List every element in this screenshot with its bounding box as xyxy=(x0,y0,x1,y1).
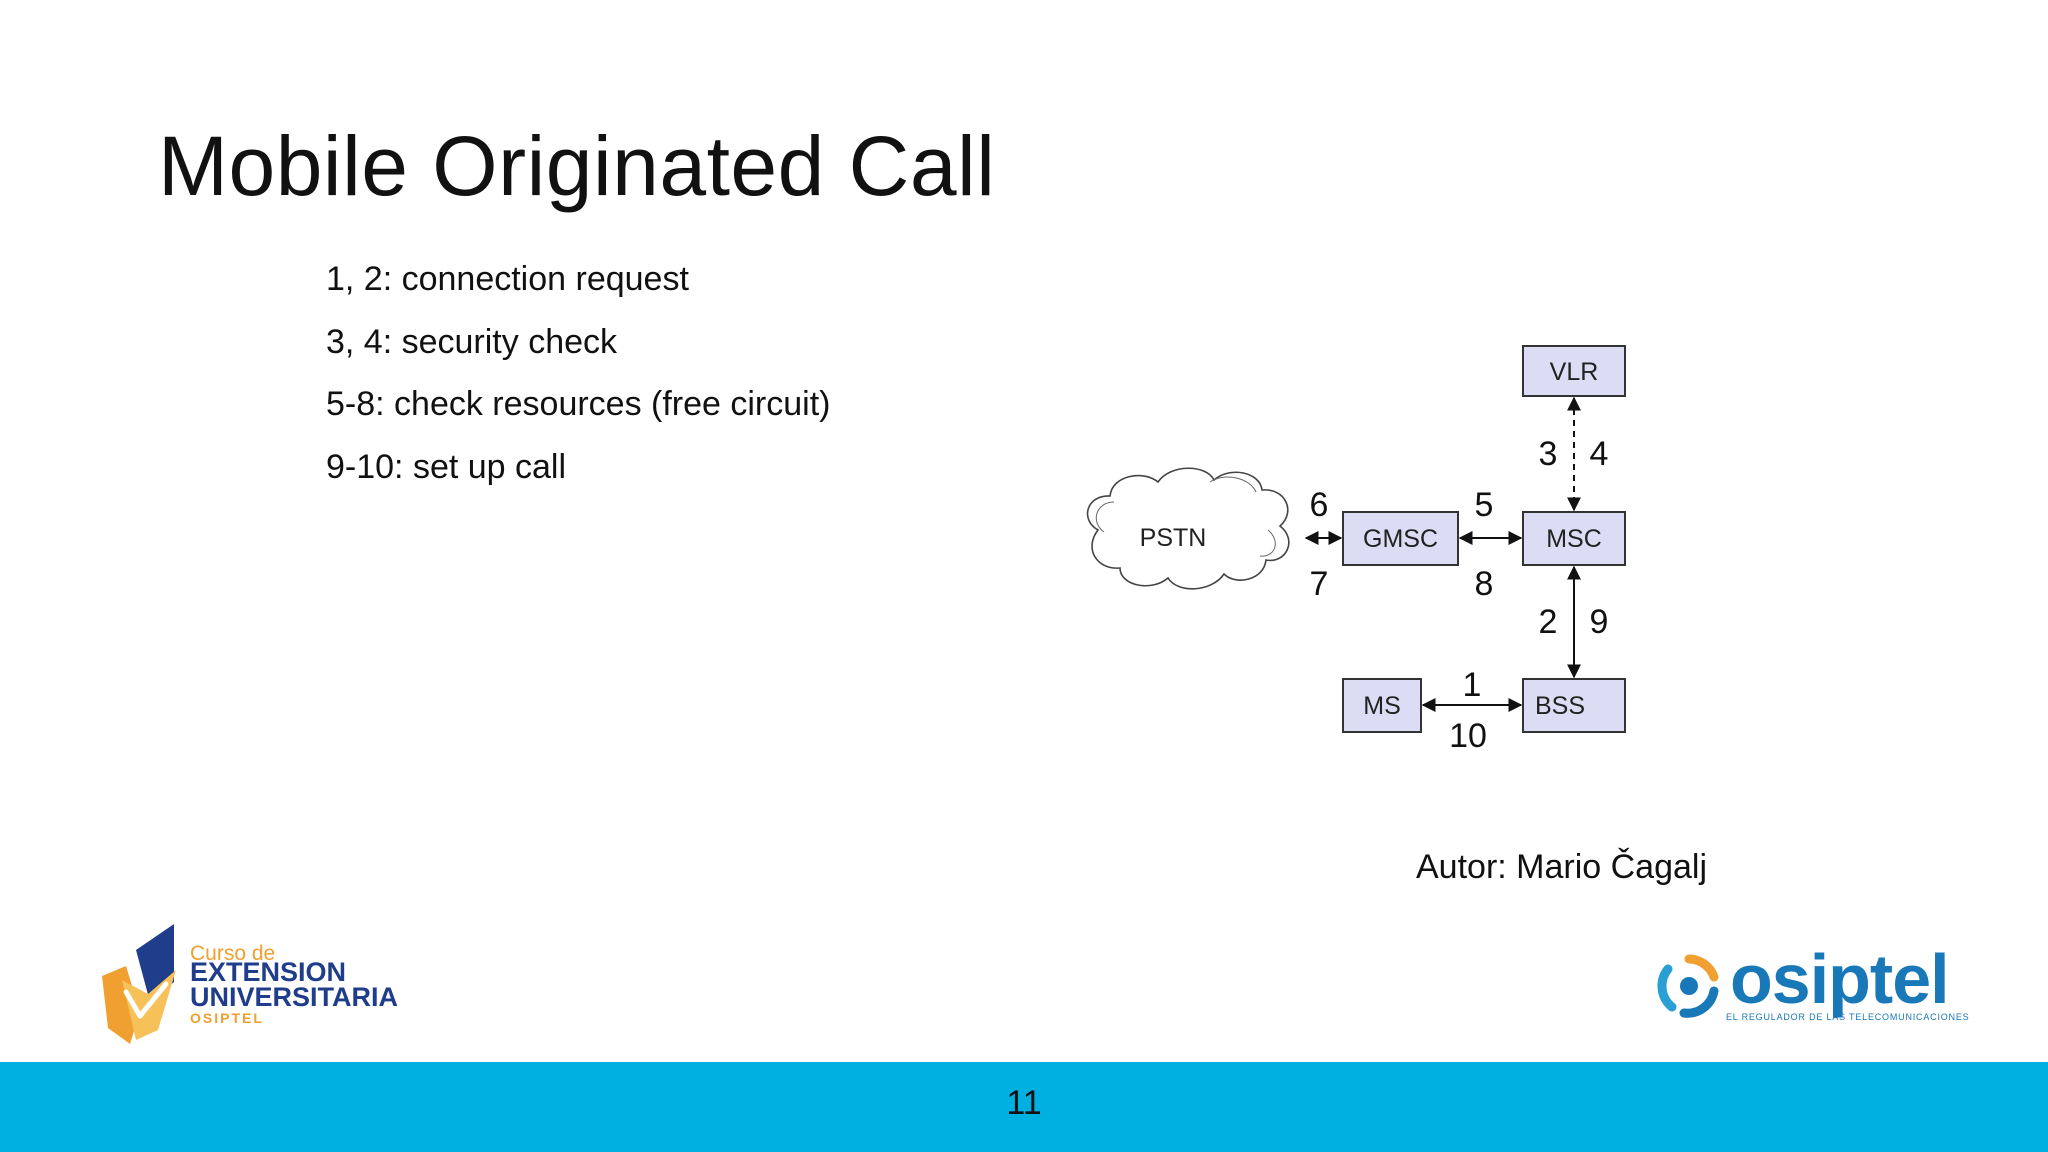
bss-node: BSS xyxy=(1522,678,1626,733)
footer-bar: 11 xyxy=(0,1062,2048,1152)
bullet-item: 5-8: check resources (free circuit) xyxy=(326,385,831,423)
vlr-node: VLR xyxy=(1522,345,1626,397)
pstn-label: PSTN xyxy=(1140,524,1207,552)
vlr-label: VLR xyxy=(1550,358,1599,386)
step-8-label: 8 xyxy=(1475,565,1494,603)
logo-left-line1: Curso de xyxy=(190,942,276,965)
step-7-label: 7 xyxy=(1310,565,1329,603)
ms-label: MS xyxy=(1363,692,1401,720)
logo-left-line3-text: UNIVERSITARIA xyxy=(190,982,399,1012)
logo-left-line4: OSIPTEL xyxy=(190,1010,264,1026)
osiptel-logo-mark-icon xyxy=(1657,954,1719,1018)
msc-label: MSC xyxy=(1546,525,1602,553)
step-9-label: 9 xyxy=(1590,603,1609,641)
step-1-label: 1 xyxy=(1463,666,1482,704)
step-10-label: 10 xyxy=(1449,717,1487,755)
slide-title: Mobile Originated Call xyxy=(158,119,996,213)
osiptel-tagline: EL REGULADOR DE LAS TELECOMUNICACIONES xyxy=(1726,1012,1970,1022)
osiptel-logo: osiptel EL REGULADOR DE LAS TELECOMUNICA… xyxy=(1650,940,1969,1035)
bullet-item: 1, 2: connection request xyxy=(326,260,689,298)
osiptel-wordmark: osiptel xyxy=(1730,940,1950,1018)
extension-universitaria-logo: Curso de EXTENSION UNIVERSITARIA OSIPTEL xyxy=(96,920,416,1050)
gmsc-node: GMSC xyxy=(1342,511,1459,566)
msc-node: MSC xyxy=(1522,511,1626,566)
bullet-item: 9-10: set up call xyxy=(326,447,567,486)
network-diagram: PSTN GMSC MSC VLR MS BSS xyxy=(1086,345,1626,755)
step-2-label: 2 xyxy=(1539,603,1558,641)
ms-node: MS xyxy=(1342,678,1422,733)
step-6-label: 6 xyxy=(1310,486,1329,524)
step-3-label: 3 xyxy=(1539,435,1558,473)
author-credit: Autor: Mario Čagalj xyxy=(1416,848,1708,886)
bss-label: BSS xyxy=(1535,692,1585,720)
logo-left-line2-text: EXTENSION xyxy=(190,957,347,987)
bullet-item: 3, 4: security check xyxy=(326,322,618,361)
page-number: 11 xyxy=(1006,1084,1042,1122)
logo-left-line2: EXTENSION UNIVERSITARIA xyxy=(190,957,399,1012)
step-4-label: 4 xyxy=(1590,435,1609,473)
bullet-list: 1, 2: connection request 3, 4: security … xyxy=(326,248,831,498)
gmsc-label: GMSC xyxy=(1363,525,1438,553)
pstn-cloud: PSTN xyxy=(1086,467,1290,590)
extension-logo-mark-icon xyxy=(102,924,176,1044)
step-5-label: 5 xyxy=(1475,486,1494,524)
